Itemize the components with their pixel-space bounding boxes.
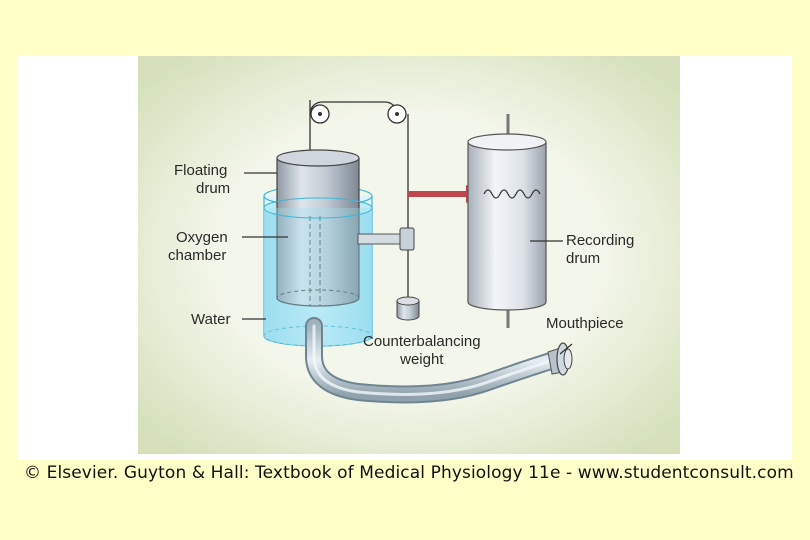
label-mouthpiece: Mouthpiece (546, 315, 624, 332)
floating-drum (276, 149, 360, 307)
label-counterbalancing-weight: Counterbalancing weight (363, 333, 481, 369)
connecting-arm (357, 233, 401, 245)
copyright-caption: © Elsevier. Guyton & Hall: Textbook of M… (24, 463, 794, 483)
label-oxygen-chamber: Oxygen chamber (168, 229, 228, 265)
mouthpiece-part (547, 342, 573, 376)
counterbalancing-weight-block (396, 296, 420, 321)
label-recording-drum-line2: drum (566, 250, 601, 267)
label-counterbalancing-line1: Counterbalancing (363, 333, 481, 350)
label-oxygen-chamber-line2: chamber (168, 247, 227, 264)
recording-drum-cylinder (467, 114, 547, 328)
label-recording-drum-line1: Recording (566, 232, 635, 249)
leader-lines (242, 172, 573, 355)
spirometer-diagram (138, 56, 680, 454)
label-counterbalancing-line2: weight (400, 351, 444, 368)
pen-holder (399, 227, 415, 251)
label-floating-drum-line2: drum (196, 180, 231, 197)
label-water: Water (191, 311, 231, 328)
label-floating-drum-line1: Floating (174, 162, 228, 179)
label-oxygen-chamber-line1: Oxygen (176, 229, 228, 246)
breathing-tube (305, 317, 563, 404)
label-recording-drum: Recording drum (566, 232, 634, 268)
label-floating-drum: Floating drum (174, 162, 230, 198)
